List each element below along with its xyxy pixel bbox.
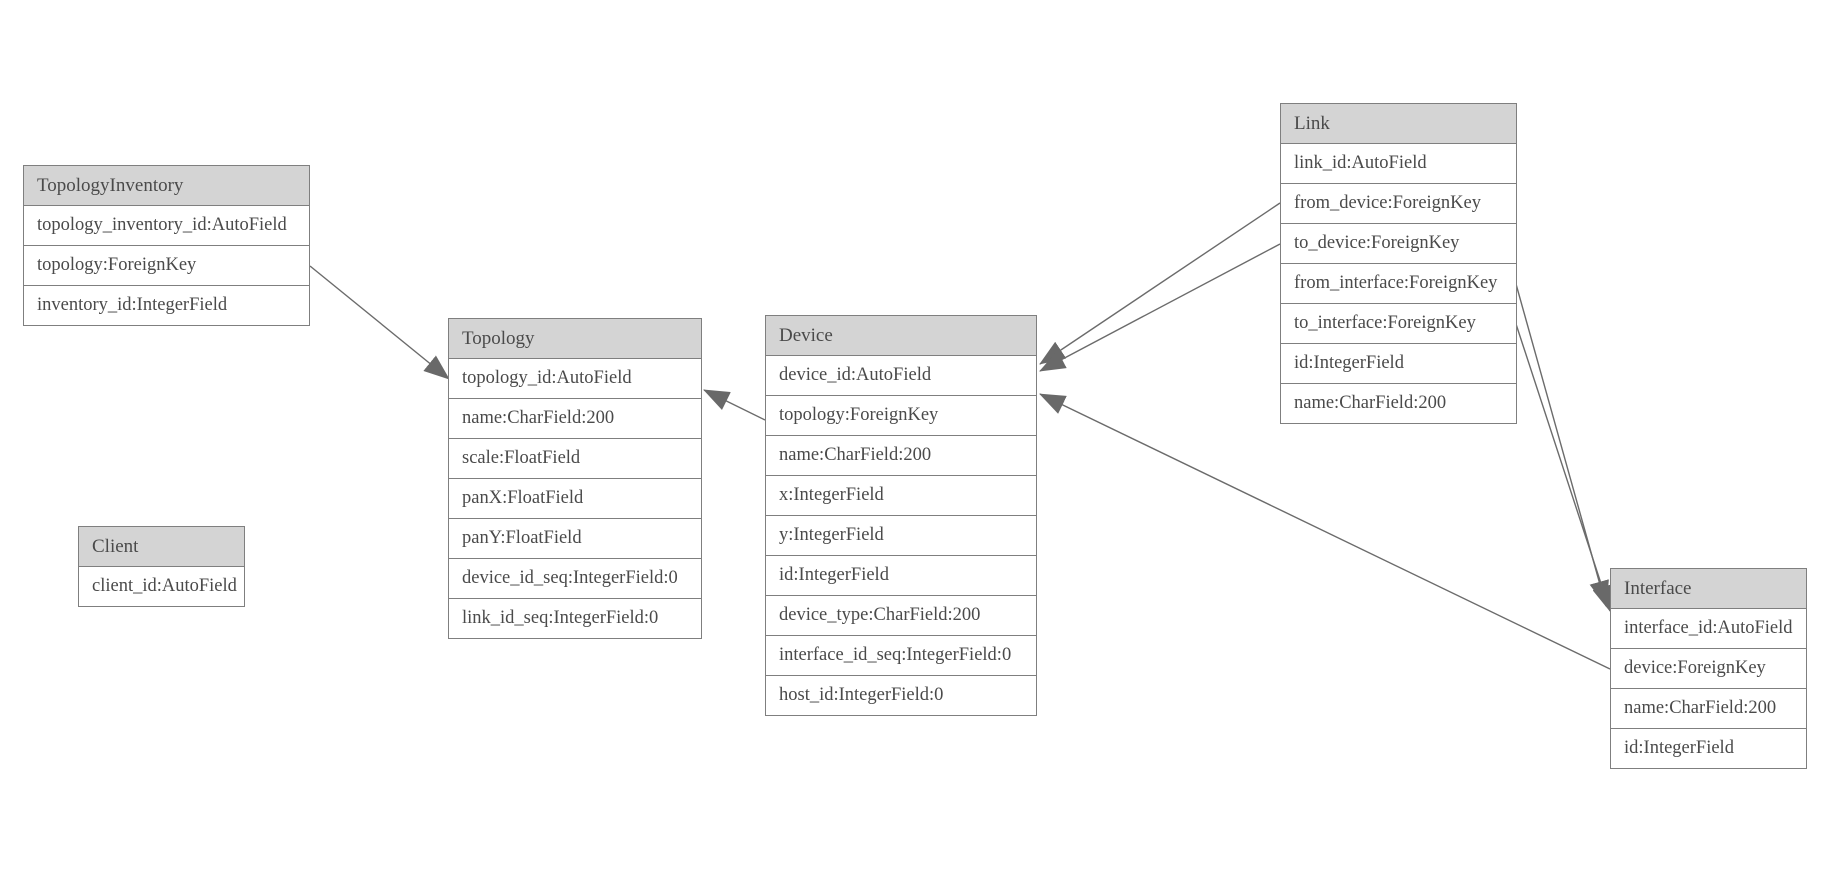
connector-device-topology [703, 389, 766, 421]
entity-field-row: scale:FloatField [449, 439, 701, 479]
entity-title: Link [1281, 104, 1516, 144]
entity-field-row: name:CharField:200 [1281, 384, 1516, 423]
entity-field-row: name:CharField:200 [766, 436, 1036, 476]
entity-field-row: id:IntegerField [766, 556, 1036, 596]
entity-field-row: panX:FloatField [449, 479, 701, 519]
entity-field-row: from_interface:ForeignKey [1281, 264, 1516, 304]
entity-field-row: interface_id_seq:IntegerField:0 [766, 636, 1036, 676]
entity-field-row: device_type:CharField:200 [766, 596, 1036, 636]
entity-field-row: link_id:AutoField [1281, 144, 1516, 184]
entity-field-row: to_interface:ForeignKey [1281, 304, 1516, 344]
entity-title: Interface [1611, 569, 1806, 609]
connector-link-from-device [1039, 202, 1281, 365]
entity-title: Device [766, 316, 1036, 356]
connector-interface-device [1039, 393, 1611, 670]
entity-field-row: name:CharField:200 [1611, 689, 1806, 729]
entity-field-row: y:IntegerField [766, 516, 1036, 556]
entity-field-row: host_id:IntegerField:0 [766, 676, 1036, 715]
entity-field-row: device:ForeignKey [1611, 649, 1806, 689]
entity-field-row: panY:FloatField [449, 519, 701, 559]
entity-field-row: x:IntegerField [766, 476, 1036, 516]
entity-field-row: id:IntegerField [1611, 729, 1806, 768]
connector-link-to-interface [1515, 323, 1612, 612]
entity-title: Client [79, 527, 244, 567]
entity-field-row: topology_inventory_id:AutoField [24, 206, 309, 246]
entity-field-row: topology:ForeignKey [24, 246, 309, 286]
entity-field-row: topology_id:AutoField [449, 359, 701, 399]
entity-field-row: client_id:AutoField [79, 567, 244, 606]
entity-field-row: name:CharField:200 [449, 399, 701, 439]
entity-field-row: interface_id:AutoField [1611, 609, 1806, 649]
entity-field-row: topology:ForeignKey [766, 396, 1036, 436]
entity-field-row: from_device:ForeignKey [1281, 184, 1516, 224]
entity-title: TopologyInventory [24, 166, 309, 206]
entity-field-row: device_id_seq:IntegerField:0 [449, 559, 701, 599]
entity-field-row: link_id_seq:IntegerField:0 [449, 599, 701, 638]
entity-field-row: to_device:ForeignKey [1281, 224, 1516, 264]
connector-topologyinventory-topology [309, 265, 450, 380]
entity-field-row: inventory_id:IntegerField [24, 286, 309, 325]
entity-field-row: device_id:AutoField [766, 356, 1036, 396]
connector-link-to-device [1039, 243, 1281, 372]
entity-title: Topology [449, 319, 701, 359]
entity-field-row: id:IntegerField [1281, 344, 1516, 384]
connector-lines-group [309, 202, 1612, 670]
